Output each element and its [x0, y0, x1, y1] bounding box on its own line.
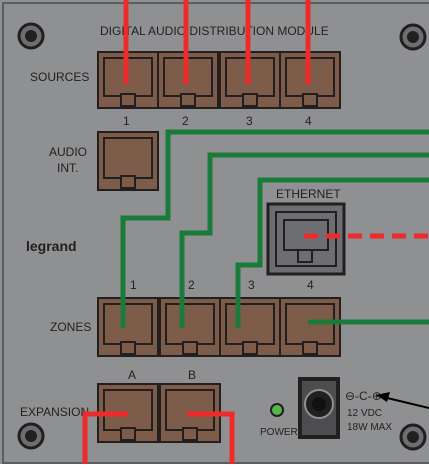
- expansion-port-letter: B: [188, 368, 196, 382]
- zone-port-number: 3: [248, 278, 255, 292]
- expansion-port-letter: A: [128, 368, 136, 382]
- source-port-number: 4: [305, 114, 312, 128]
- zone-port-number: 4: [307, 278, 314, 292]
- zone-port: [219, 297, 281, 357]
- zone-port-number: 2: [188, 278, 195, 292]
- ethernet-port: [266, 202, 346, 276]
- brand-logo: legrand: [26, 238, 77, 254]
- power-led: [270, 403, 284, 417]
- sources-label: SOURCES: [30, 70, 89, 84]
- audio-int-label-line1: AUDIO: [49, 145, 87, 159]
- zone-port-number: 1: [130, 278, 137, 292]
- power-polarity-symbol: ⊖-C-⊕: [345, 389, 382, 403]
- module-title: DIGITAL AUDIO DISTRIBUTION MODULE: [100, 24, 329, 38]
- zone-port: [159, 297, 221, 357]
- source-port-number: 1: [123, 114, 130, 128]
- cable-layer: [82, 0, 429, 464]
- source-port-number: 3: [246, 114, 253, 128]
- zone-port: [97, 297, 159, 357]
- ethernet-layer: [266, 202, 346, 276]
- audio-int-label-line2: INT.: [57, 161, 78, 175]
- zones-label: ZONES: [50, 320, 91, 334]
- expansion-cable-b: [187, 411, 235, 464]
- expansion-cable-a: [82, 411, 128, 464]
- power-label: POWER: [260, 427, 298, 438]
- mounting-screw-bottom-left: [17, 422, 45, 450]
- zone-cable-2: [179, 152, 429, 328]
- mounting-screw-top-left: [17, 22, 45, 50]
- expansion-label: EXPANSION: [20, 405, 89, 419]
- ethernet-label: ETHERNET: [276, 187, 341, 201]
- mounting-screw-top-right: [399, 23, 427, 51]
- zone-cable-1: [120, 129, 429, 328]
- power-rating-line2: 18W MAX: [347, 422, 392, 433]
- power-jack: [298, 377, 340, 439]
- source-port-number: 2: [182, 114, 189, 128]
- zone-cable-3: [235, 177, 429, 328]
- zone-port: [279, 297, 341, 357]
- power-pointer-arrow: [376, 392, 429, 409]
- mounting-screw-bottom-right: [399, 423, 427, 451]
- power-rating-line1: 12 VDC: [347, 408, 382, 419]
- audio-int-port: [97, 131, 159, 191]
